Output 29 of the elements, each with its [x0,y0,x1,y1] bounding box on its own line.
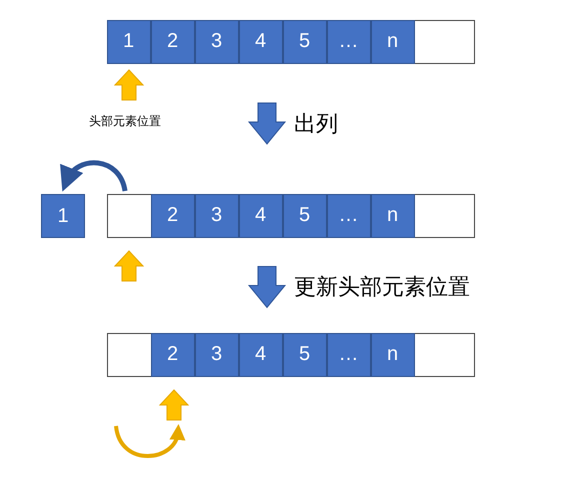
queue-box [107,333,475,377]
queue-cell: … [326,194,370,238]
queue-cell: 4 [238,194,282,238]
block-arrow [248,266,286,308]
queue-cell: n [370,194,414,238]
queue-cell: 1 [106,20,150,64]
block-arrow [248,102,286,145]
queue-cell: 2 [150,194,194,238]
queue-cell: 2 [150,20,194,64]
queue-cell: 5 [282,332,326,376]
queue-cell: 2 [150,332,194,376]
queue-cell: 3 [194,20,238,64]
edge-label: 出列 [294,110,338,138]
queue-cell: n [370,332,414,376]
queue-box [107,194,475,238]
queue-cell: 4 [238,332,282,376]
queue-cell: 1 [41,194,85,238]
queue-cell: n [370,20,414,64]
queue-cell: … [326,20,370,64]
queue-cell: 3 [194,332,238,376]
queue-box [107,20,475,64]
queue-cell: 3 [194,194,238,238]
queue-cell: 4 [238,20,282,64]
pointer-label: 头部元素位置 [89,113,161,130]
queue-cell: 5 [282,194,326,238]
queue-cell: … [326,332,370,376]
edge-label: 更新头部元素位置 [294,274,470,302]
queue-cell: 5 [282,20,326,64]
curved-arrow [60,160,128,192]
